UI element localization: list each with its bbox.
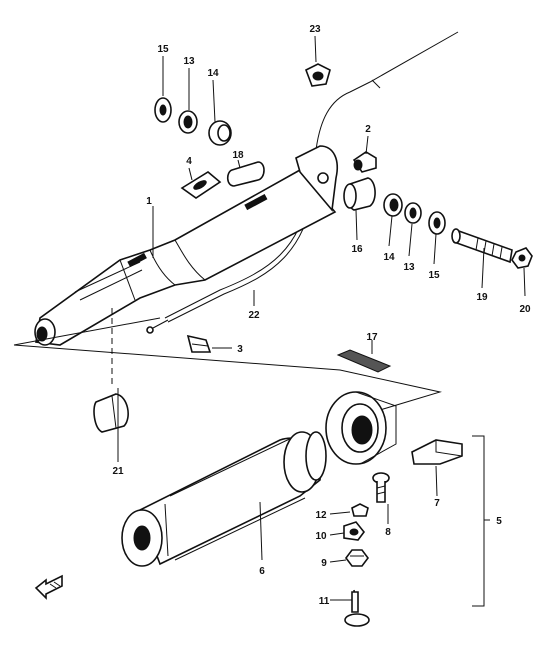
leader-lines <box>111 35 526 601</box>
callout-15a: 15 <box>157 44 169 55</box>
washer-15b <box>428 211 446 235</box>
callout-12: 12 <box>315 510 327 521</box>
callout-23: 23 <box>309 24 321 35</box>
throttle-case <box>325 391 397 465</box>
bolt-19 <box>451 228 513 264</box>
callout-20: 20 <box>519 304 531 315</box>
callout-10: 10 <box>315 531 327 542</box>
screw-8 <box>372 472 390 503</box>
callout-22: 22 <box>248 310 260 321</box>
spacer-18 <box>226 161 265 187</box>
callout-15b: 15 <box>428 270 440 281</box>
callout-13b: 13 <box>403 262 415 273</box>
rubber-block-4 <box>180 171 222 199</box>
callout-2: 2 <box>365 124 371 135</box>
bushing-21 <box>93 393 129 433</box>
nut-20 <box>511 247 533 269</box>
callout-11: 11 <box>319 596 330 607</box>
washer-13a <box>178 110 198 134</box>
callout-17: 17 <box>366 332 378 343</box>
callout-21: 21 <box>112 466 124 477</box>
throttle-grip <box>121 431 327 567</box>
stopper-7 <box>411 439 463 465</box>
sub-assembly-outline <box>13 317 442 417</box>
collar-16 <box>343 177 376 211</box>
washer-15a <box>154 97 172 123</box>
knob-9 <box>345 549 369 567</box>
group-bracket-5 <box>472 435 485 607</box>
callout-labels: 1 2 3 4 5 6 7 8 9 10 11 12 13 13 14 14 1… <box>112 24 531 607</box>
callout-18: 18 <box>232 150 244 161</box>
callout-13a: 13 <box>183 56 195 67</box>
callout-14a: 14 <box>207 68 219 79</box>
callout-3: 3 <box>237 344 243 355</box>
callout-7: 7 <box>434 498 440 509</box>
callout-6: 6 <box>259 566 265 577</box>
callout-8: 8 <box>385 527 391 538</box>
callout-9: 9 <box>321 558 327 569</box>
tiller-handle-tube <box>34 145 338 346</box>
bushing-2 <box>352 151 377 173</box>
callout-4: 4 <box>186 156 192 167</box>
cable-clip-3 <box>186 334 212 353</box>
callout-14b: 14 <box>383 252 395 263</box>
washer-23 <box>304 63 331 87</box>
bushing-14b <box>383 193 403 217</box>
front-direction-arrow-icon <box>34 574 63 600</box>
bushing-14a <box>208 120 232 146</box>
clip-10 <box>343 521 366 541</box>
callout-16: 16 <box>351 244 363 255</box>
callout-5: 5 <box>496 516 502 527</box>
nut-12 <box>351 503 369 517</box>
screw-11 <box>344 589 370 627</box>
washer-13b <box>404 202 422 224</box>
plate-17 <box>336 349 392 373</box>
callout-19: 19 <box>476 292 488 303</box>
callout-1: 1 <box>146 196 152 207</box>
